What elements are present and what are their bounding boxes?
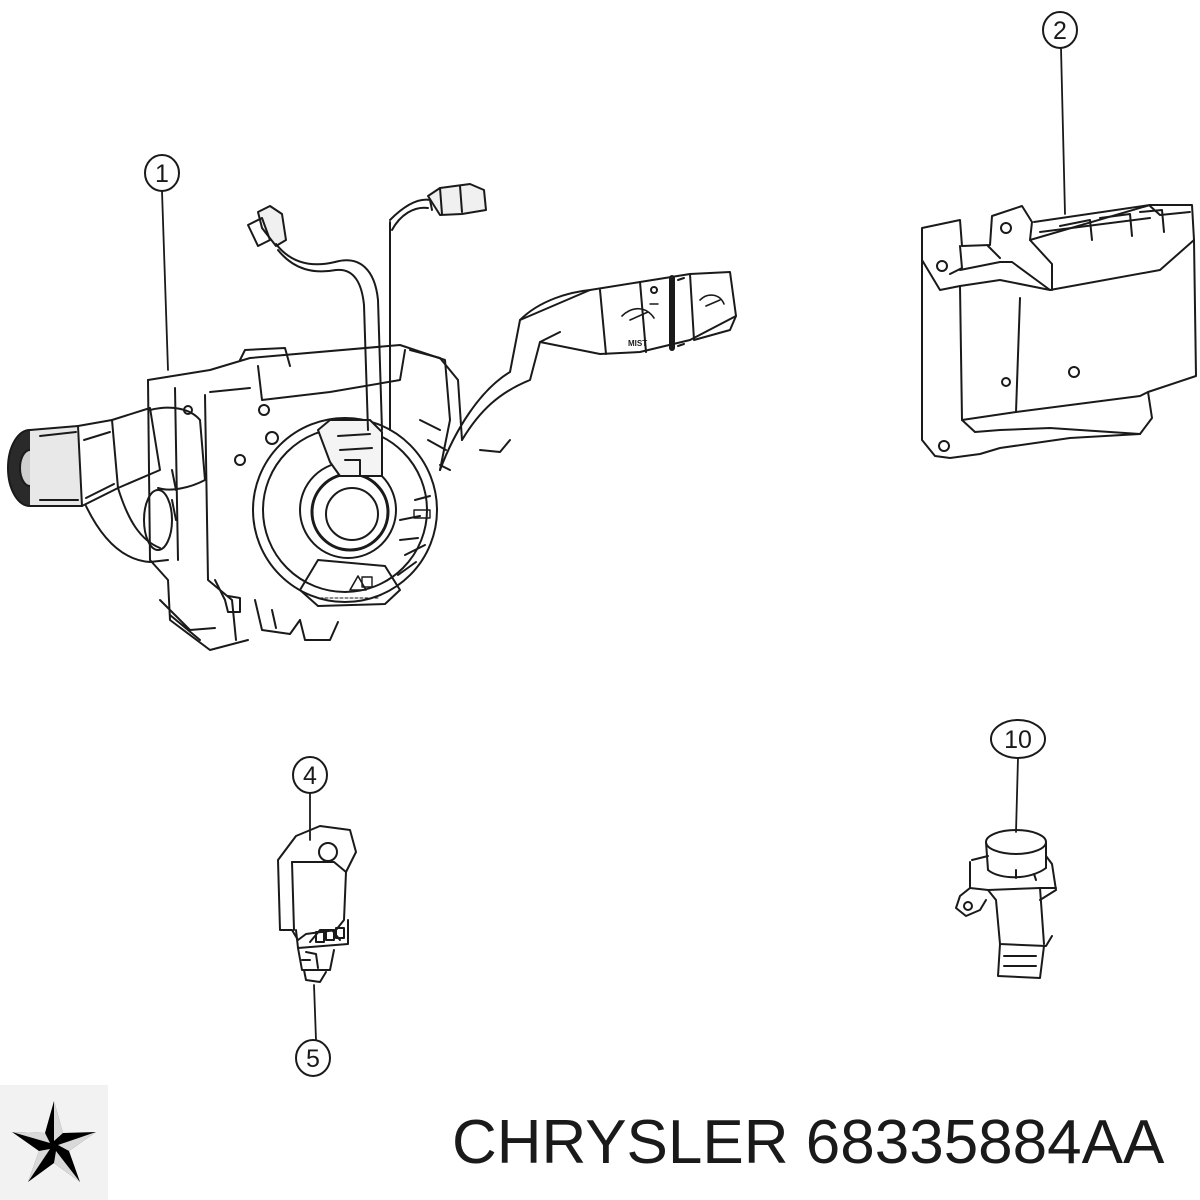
callout-number-2: 2 (1053, 17, 1067, 45)
chrysler-pentastar-icon (0, 1085, 108, 1200)
part-number: 68335884AA (805, 1108, 1165, 1177)
callout-1 (144, 154, 180, 192)
control-module-part (921, 204, 1197, 459)
multifunction-switch-part: MIST (7, 183, 737, 651)
right-lever (439, 271, 737, 471)
left-lever (7, 406, 206, 563)
callout-number-1: 1 (155, 160, 169, 188)
wiper-icon (621, 307, 655, 321)
callout-2 (1042, 11, 1078, 49)
callout-10 (990, 719, 1046, 759)
ignition-switch-part (955, 829, 1057, 979)
leader-lines (161, 47, 1066, 1041)
impact-sensor-part (277, 825, 357, 983)
callout-number-10: 10 (1004, 726, 1032, 754)
brand-name: CHRYSLER (452, 1108, 789, 1177)
part-caption: CHRYSLER 68335884AA (452, 1098, 1192, 1188)
switch-housing (147, 344, 463, 651)
clockspring (252, 417, 438, 607)
warning-triangle-icon (349, 575, 367, 591)
callout-4 (292, 756, 328, 794)
wiring-harness (247, 183, 487, 431)
callout-number-5: 5 (306, 1045, 320, 1073)
lever-mist-label: MIST (628, 339, 647, 348)
callout-number-4: 4 (303, 762, 317, 790)
callout-5 (295, 1039, 331, 1077)
